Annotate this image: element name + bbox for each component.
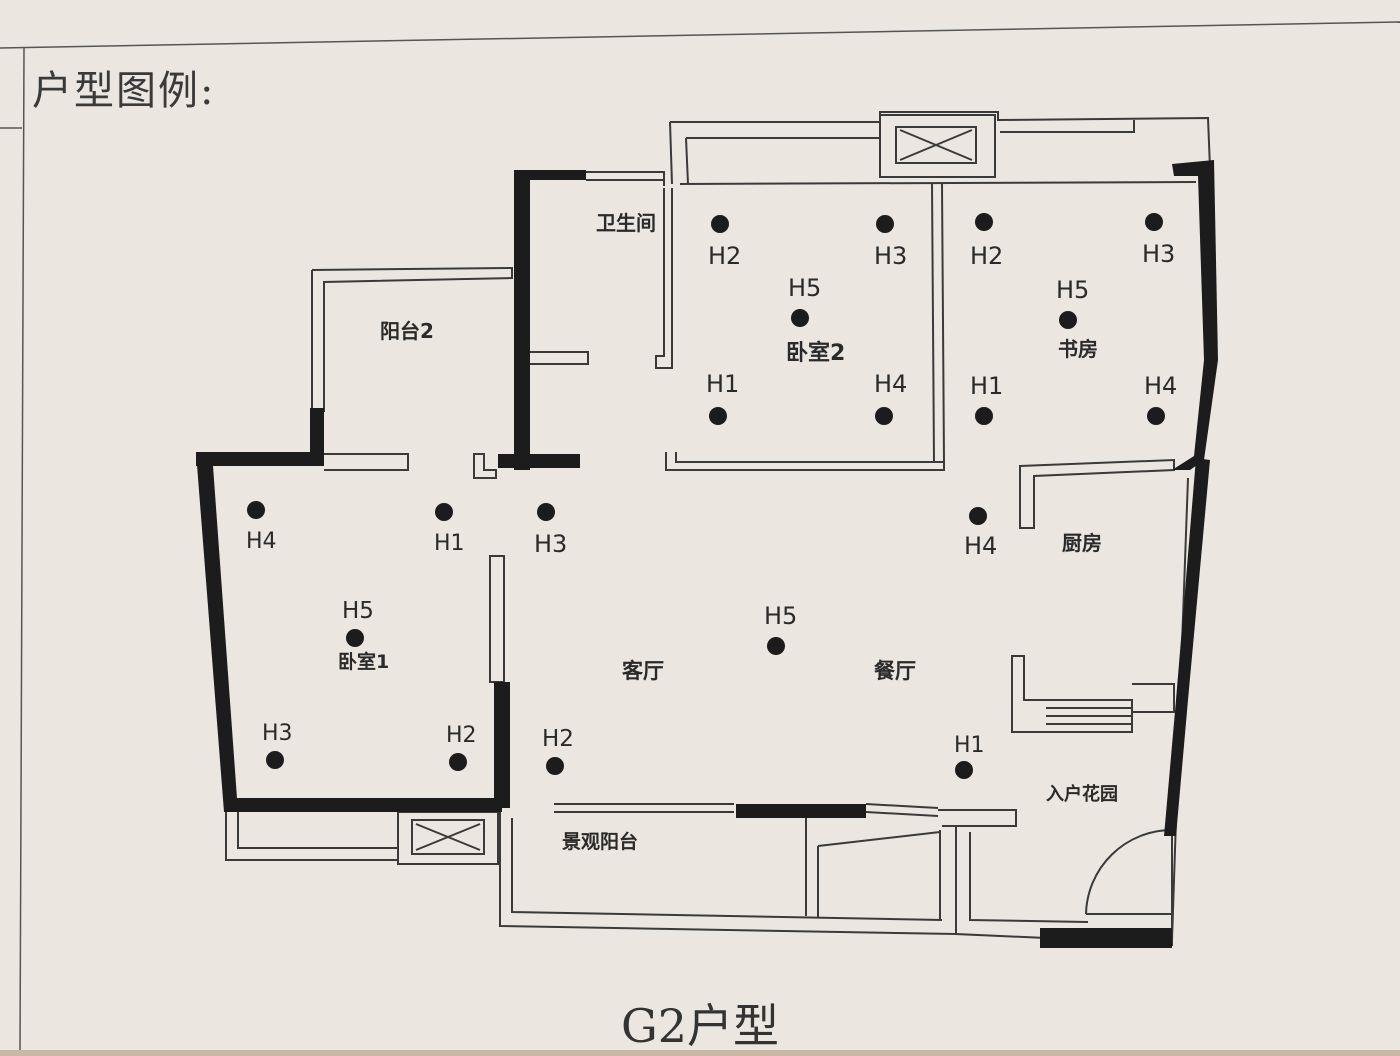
point-label: H1 [954,733,985,758]
measure-point [537,503,555,521]
point-label: H4 [1144,372,1177,400]
point-label: H5 [1056,276,1089,304]
measure-point [449,753,467,771]
point-label: H4 [964,532,997,560]
measure-point [1145,213,1163,231]
room-label-bedroom2: 卧室2 [786,340,845,366]
measure-point [875,407,893,425]
bedroom1-points: H4 H1 H5 H3 H2 [246,501,477,771]
point-label: H5 [764,602,797,630]
room-label-study: 书房 [1058,337,1098,361]
point-label: H2 [708,242,741,270]
point-label: H4 [246,529,277,554]
point-label: H1 [706,370,739,398]
room-label-bedroom1: 卧室1 [338,650,389,673]
room-label-balcony2: 阳台2 [380,319,434,343]
measure-point [709,407,727,425]
point-label: H3 [1142,240,1175,268]
room-label-view-balcony: 景观阳台 [562,830,638,853]
measure-point [767,637,785,655]
measure-point [969,507,987,525]
measure-point [876,215,894,233]
measure-point [247,501,265,519]
measure-point [266,751,284,769]
plan-title: G2户型 [620,999,779,1053]
measure-point [955,761,973,779]
measure-point [546,757,564,775]
legend-title: 户型图例: [32,68,216,114]
point-label: H5 [342,598,374,624]
room-label-entry-garden: 入户花园 [1046,783,1118,805]
point-label: H4 [874,370,907,398]
measure-point [1059,311,1077,329]
point-label: H2 [970,242,1003,270]
point-label: H1 [970,372,1003,400]
bedroom2-points: H2 H3 H5 H1 H4 [706,215,907,425]
room-label-living-room: 客厅 [622,659,664,683]
measure-point [975,407,993,425]
study-points: H2 H3 H5 H1 H4 [970,213,1177,425]
measure-point [791,309,809,327]
measure-point [435,503,453,521]
living-points: H3 H5 H2 [534,503,797,775]
point-label: H2 [446,723,477,748]
room-label-dining-room: 餐厅 [874,659,916,683]
point-label: H3 [874,242,907,270]
point-label: H1 [434,531,465,556]
point-label: H2 [542,726,574,752]
measure-point [711,215,729,233]
point-label: H5 [788,274,821,302]
room-label-bathroom: 卫生间 [596,211,656,235]
point-label: H3 [262,721,293,746]
point-label: H3 [534,530,567,558]
measure-point [1147,407,1165,425]
measure-point [346,629,364,647]
room-label-kitchen: 厨房 [1062,531,1102,555]
dining-points: H4 H1 [954,507,997,779]
measure-point [975,213,993,231]
